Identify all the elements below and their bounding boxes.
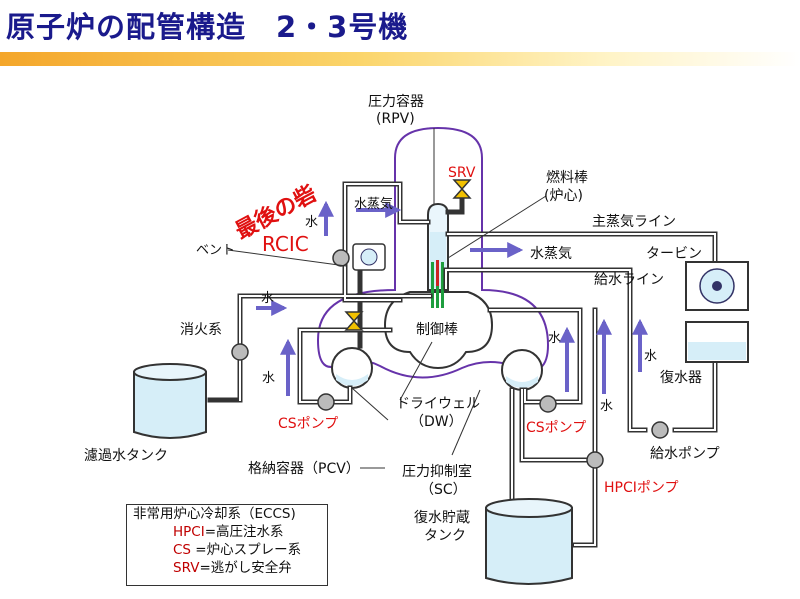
label-core: (炉心) [544, 188, 583, 204]
label-cs-pump-right: CSポンプ [526, 420, 586, 436]
legend-heading: 非常用炉心冷却系（ECCS) [133, 506, 296, 522]
label-suppression: 圧力抑制室 [402, 463, 472, 480]
legend-item-hpci: HPCI=高圧注水系 [127, 523, 327, 541]
label-condenser: 復水器 [660, 369, 702, 386]
label-water-mid: 水 [548, 331, 561, 346]
eccs-legend: 非常用炉心冷却系（ECCS) HPCI=高圧注水系 CS =炉心スプレー系 SR… [126, 504, 328, 586]
label-cst-1: 復水貯蔵 [414, 509, 470, 526]
pump-feedwater [651, 421, 669, 439]
pump-cs-left [317, 393, 335, 411]
label-srv: SRV [448, 165, 476, 181]
label-vent: ベント [196, 243, 235, 258]
legend-desc: =高圧注水系 [204, 524, 284, 540]
legend-key: SRV [173, 560, 200, 576]
label-steam-top: 水蒸気 [354, 196, 393, 212]
vent-valve [344, 311, 364, 331]
label-fuel-rod: 燃料棒 [546, 169, 588, 186]
label-feedwater-line: 給水ライン [594, 272, 664, 288]
label-hpci-pump: HPCIポンプ [604, 480, 678, 496]
fuel-rods [431, 260, 444, 286]
label-cst-2: タンク [424, 528, 466, 544]
legend-key: HPCI [173, 524, 205, 540]
label-turbine: タービン [646, 246, 702, 262]
label-suppression-abbr: （SC） [420, 482, 467, 498]
label-rpv-abbr: (RPV) [376, 111, 415, 127]
label-control-rod: 制御棒 [416, 322, 458, 338]
label-water-right-b: 水 [600, 399, 613, 414]
legend-desc: =炉心スプレー系 [191, 542, 302, 558]
title-underline-bar [0, 52, 800, 66]
legend-key: CS [173, 542, 191, 558]
label-water-top: 水 [261, 291, 274, 306]
flow-arrows [256, 200, 648, 396]
condensate-storage-tank [485, 498, 573, 585]
label-water-left: 水 [305, 215, 318, 230]
label-main-steam-line: 主蒸気ライン [592, 214, 676, 230]
label-rcic: RCIC [262, 232, 309, 256]
control-rods [431, 286, 444, 308]
pump-cs-right [539, 395, 557, 413]
label-rpv: 圧力容器 [368, 93, 424, 110]
rcic-turbine [352, 243, 386, 271]
label-cs-pump-left: CSポンプ [278, 416, 338, 432]
condenser-box [685, 321, 749, 363]
label-water-right-a: 水 [644, 349, 657, 364]
label-drywell-abbr: （DW） [410, 414, 463, 430]
label-feedwater-pump: 給水ポンプ [650, 446, 720, 462]
turbine-box [685, 261, 749, 311]
legend-desc: =逃がし安全弁 [199, 560, 292, 576]
label-drywell: ドライウェル [396, 396, 480, 412]
label-fire-system: 消火系 [180, 322, 222, 338]
pump-rcic [332, 249, 350, 267]
srv-valve [452, 179, 472, 199]
page-title: 原子炉の配管構造 2・3号機 [6, 10, 409, 44]
pump-fire [231, 343, 249, 361]
pcv-outline [316, 126, 550, 379]
label-water-left-low: 水 [262, 371, 275, 386]
filter-water-tank [133, 363, 207, 439]
legend-item-srv: SRV=逃がし安全弁 [127, 559, 327, 577]
legend-item-cs: CS =炉心スプレー系 [127, 541, 327, 559]
drywell-body [383, 291, 494, 370]
pump-hpci [586, 451, 604, 469]
label-steam-right: 水蒸気 [530, 246, 572, 262]
label-pcv: 格納容器（PCV） [248, 460, 360, 477]
label-filter-tank: 濾過水タンク [84, 448, 168, 464]
